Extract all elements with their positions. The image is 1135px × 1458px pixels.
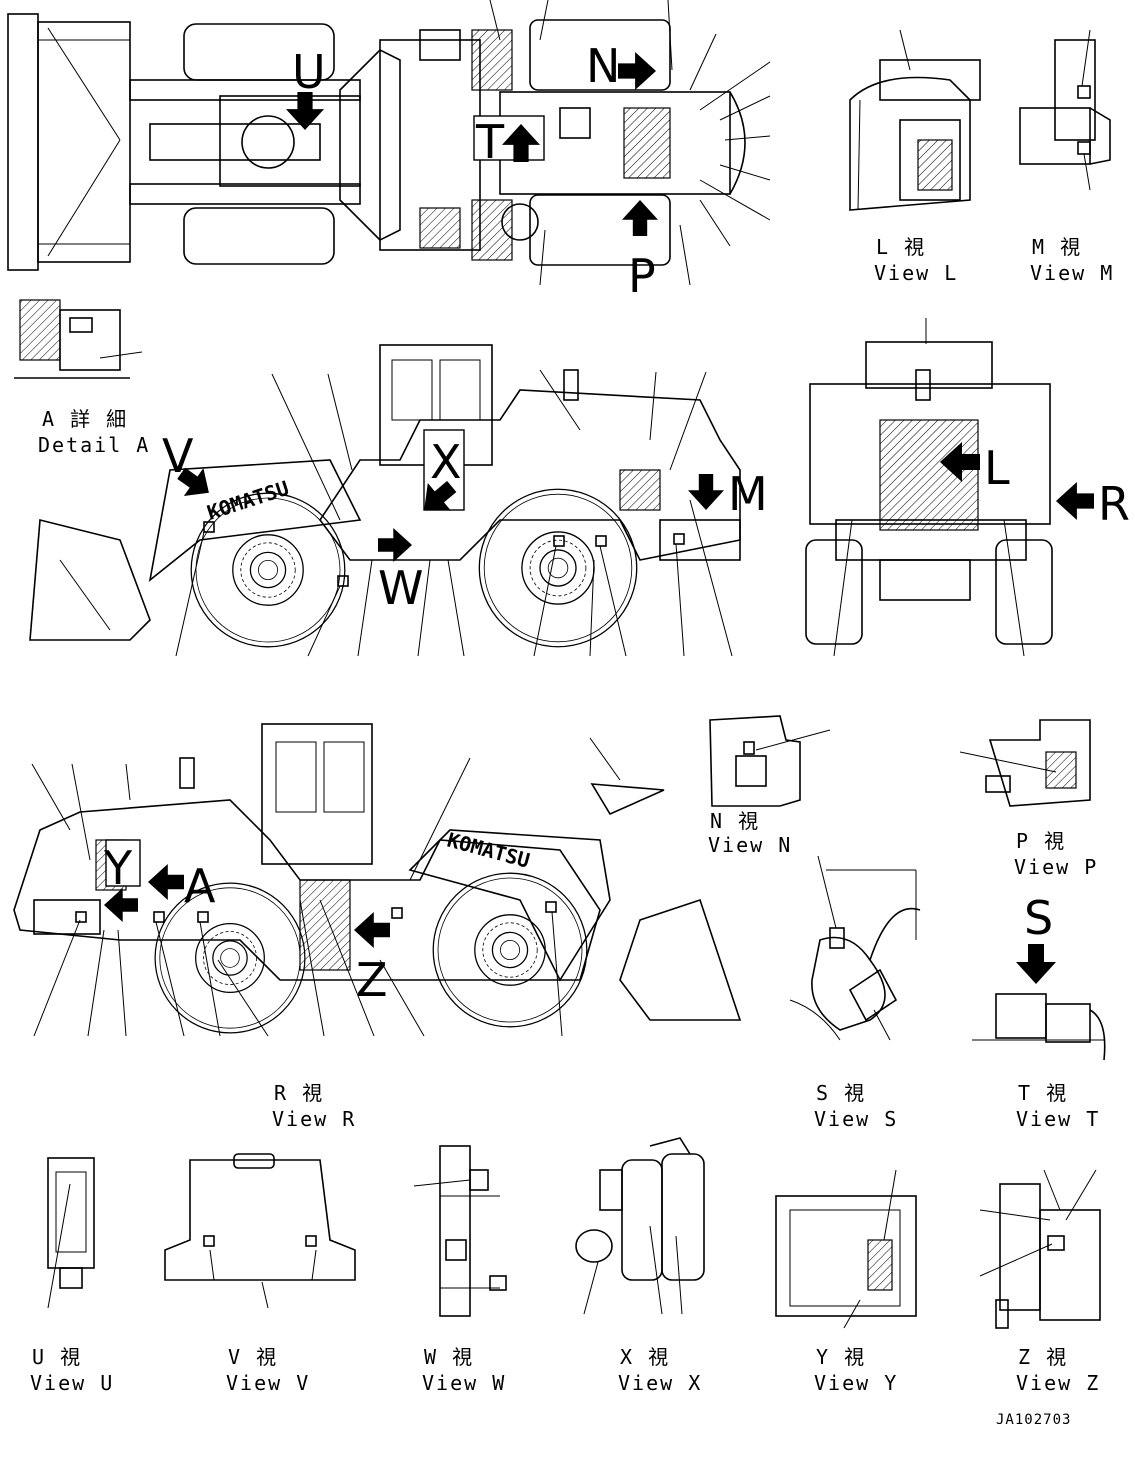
svg-text:View S: View S <box>814 1107 898 1131</box>
svg-text:Z 視: Z 視 <box>1018 1345 1068 1369</box>
svg-text:View V: View V <box>226 1371 310 1395</box>
view-n-drawing <box>709 715 831 807</box>
view-arrow-icon <box>354 912 390 948</box>
side-view-right: KOMATSU Y <box>13 723 742 1037</box>
svg-text:T 視: T 視 <box>1018 1081 1068 1105</box>
view-w-drawing <box>413 1145 507 1317</box>
view-arrow-icon <box>1016 944 1056 984</box>
view-label-n: N 視 View N <box>708 809 792 857</box>
label-position-marker <box>673 533 685 545</box>
view-l-drawing <box>849 29 981 211</box>
figure-code: JA102703 <box>996 1412 1071 1428</box>
view-letter-m: M <box>728 467 768 521</box>
view-s-drawing <box>789 855 921 1041</box>
svg-text:R 視: R 視 <box>274 1081 324 1105</box>
label-position-marker <box>545 901 557 913</box>
svg-text:V 視: V 視 <box>228 1345 278 1369</box>
detail-a-drawing <box>14 299 143 379</box>
view-label-u: U 視 View U <box>30 1345 114 1395</box>
view-letter-w: W <box>378 561 423 615</box>
view-letter-l: L <box>984 441 1010 495</box>
view-letter-z: Z <box>356 953 388 1007</box>
view-label-t: T 視 View T <box>1016 1081 1100 1131</box>
svg-text:View M: View M <box>1030 261 1114 285</box>
view-arrow-icon <box>378 528 412 562</box>
svg-text:P 視: P 視 <box>1016 829 1066 853</box>
view-label-y: Y 視 View Y <box>814 1345 898 1395</box>
svg-text:Detail A: Detail A <box>38 433 150 457</box>
view-label-w: W 視 View W <box>422 1345 506 1395</box>
view-t-drawing: S <box>972 891 1106 1061</box>
label-position-marker <box>197 911 209 923</box>
rear-view: L R <box>805 318 1130 657</box>
view-letter-u: U <box>292 45 326 99</box>
svg-text:U 視: U 視 <box>32 1345 82 1369</box>
svg-text:View W: View W <box>422 1371 506 1395</box>
svg-text:View T: View T <box>1016 1107 1100 1131</box>
brand-text: KOMATSU <box>204 476 292 525</box>
svg-text:L 視: L 視 <box>876 235 926 259</box>
label-position-marker <box>553 535 565 547</box>
view-label-z: Z 視 View Z <box>1016 1345 1100 1395</box>
view-label-v: V 視 View V <box>226 1345 310 1395</box>
label-position-marker <box>337 575 349 587</box>
svg-text:Y 視: Y 視 <box>816 1345 866 1369</box>
svg-text:View X: View X <box>618 1371 702 1395</box>
side-view-left: KOMATSU <box>29 344 768 657</box>
label-position-marker <box>75 911 87 923</box>
label-position-marker <box>203 1235 215 1247</box>
view-label-p: P 視 View P <box>1014 829 1098 879</box>
svg-text:View N: View N <box>708 833 792 857</box>
view-arrow-icon <box>622 200 658 236</box>
view-letter-t: T <box>475 115 505 169</box>
view-letter-r: R <box>1098 477 1130 531</box>
label-position-marker <box>305 1235 317 1247</box>
view-letter-s: S <box>1024 891 1053 945</box>
view-arrow-icon <box>148 864 184 900</box>
svg-text:M 視: M 視 <box>1032 235 1082 259</box>
view-letter-y: Y <box>103 841 133 895</box>
svg-text:N 視: N 視 <box>710 809 760 833</box>
label-position-marker <box>153 911 165 923</box>
svg-text:View Y: View Y <box>814 1371 898 1395</box>
view-v-drawing <box>164 1153 356 1309</box>
view-y-drawing <box>775 1169 917 1329</box>
svg-text:W 視: W 視 <box>424 1345 474 1369</box>
svg-text:View Z: View Z <box>1016 1371 1100 1395</box>
svg-text:View U: View U <box>30 1371 114 1395</box>
svg-text:S 視: S 視 <box>816 1081 866 1105</box>
svg-text:View P: View P <box>1014 855 1098 879</box>
svg-text:View R: View R <box>272 1107 356 1131</box>
view-p-drawing <box>959 719 1091 807</box>
view-arrow-icon <box>1056 482 1094 520</box>
svg-text:A 詳 細: A 詳 細 <box>42 407 128 431</box>
view-arrow-icon <box>618 52 656 90</box>
view-x-drawing <box>575 1137 705 1315</box>
view-letter-p: P <box>628 249 656 303</box>
view-z-drawing <box>979 1169 1101 1329</box>
view-label-r: R 視 View R <box>272 1081 356 1131</box>
view-letter-a: A <box>184 859 216 913</box>
view-u-drawing <box>47 1157 95 1309</box>
view-label-m: M 視 View M <box>1030 235 1114 285</box>
view-label-x: X 視 View X <box>618 1345 702 1395</box>
label-position-marker <box>203 521 215 533</box>
svg-text:View L: View L <box>874 261 958 285</box>
view-letter-x: X <box>430 435 462 489</box>
view-label-l: L 視 View L <box>874 235 958 285</box>
label-position-marker <box>595 535 607 547</box>
view-arrow-icon <box>688 474 724 510</box>
view-label-detail-a: A 詳 細 Detail A <box>38 407 150 457</box>
view-letter-n: N <box>586 39 620 93</box>
view-m-drawing <box>1019 29 1111 191</box>
label-position-marker <box>391 907 403 919</box>
svg-text:X 視: X 視 <box>620 1345 670 1369</box>
view-label-s: S 視 View S <box>814 1081 898 1131</box>
top-plan-view: U N T P <box>7 0 771 303</box>
